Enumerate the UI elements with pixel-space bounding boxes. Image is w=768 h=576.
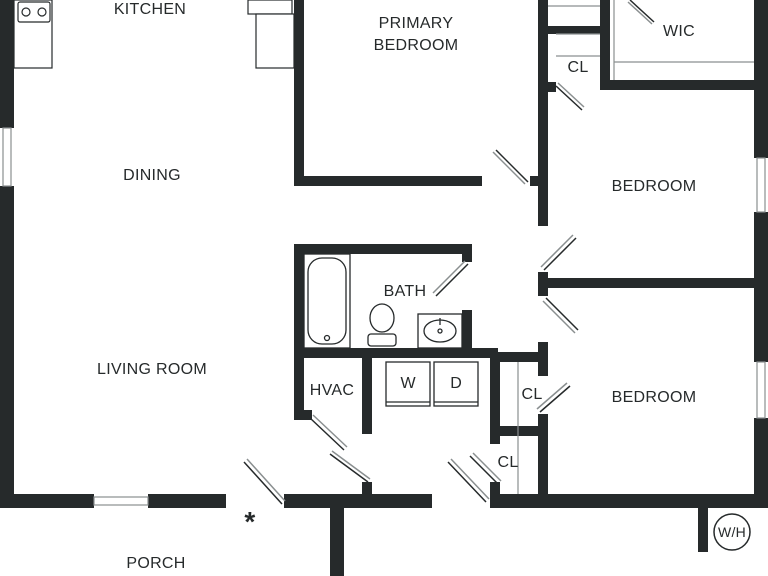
washer	[385, 361, 431, 407]
wall-top-box-bottom	[548, 26, 606, 34]
door-primary	[495, 149, 529, 183]
kitchen-sink-icon	[17, 1, 51, 23]
wall-hvac-right	[362, 348, 372, 434]
door-bedroom-upper	[543, 237, 577, 271]
kitchen-counter-right	[255, 13, 295, 69]
entry-marker: *	[244, 506, 256, 537]
wall-bedroom-divider	[538, 278, 768, 288]
wall-left-lower	[0, 186, 14, 508]
doors	[243, 0, 655, 505]
wall-primary-left	[294, 0, 304, 186]
window-right-2	[756, 361, 766, 419]
label-wic: WIC	[662, 23, 695, 40]
wall-primary-right-stub	[530, 176, 544, 186]
label-porch: PORCH	[126, 555, 186, 572]
wall-primary-bottom	[294, 176, 482, 186]
door-wic	[629, 0, 655, 23]
label-living-room: LIVING ROOM	[97, 361, 207, 378]
wall-top-box-right	[600, 0, 610, 86]
door-closet-cl	[539, 385, 571, 413]
label-hvac: HVAC	[309, 382, 355, 399]
wall-bath-top-stub	[462, 244, 472, 262]
kitchen-fixtures	[13, 0, 295, 69]
wall-closet-door-jamb	[490, 482, 500, 508]
wall-bottom-left	[0, 494, 94, 508]
wall-primary-right	[538, 0, 548, 226]
label-closet-middle: CL	[521, 386, 543, 403]
label-water-heater: W/H	[717, 524, 747, 540]
label-kitchen: KITCHEN	[113, 1, 187, 18]
wall-porch-divider	[330, 508, 344, 576]
wall-left-upper	[0, 0, 14, 128]
label-closet-top: CL	[567, 59, 589, 76]
partitions	[517, 0, 754, 494]
wall-wic-bottom	[600, 80, 768, 90]
wall-right-1	[754, 0, 768, 158]
water-heater-icon	[713, 513, 751, 551]
window-right-1	[756, 157, 766, 213]
wall-bath-top	[294, 244, 472, 254]
door-closet-low-1	[447, 461, 487, 503]
label-dryer: D	[450, 375, 462, 392]
label-closet-bottom: CL	[497, 454, 519, 471]
label-washer: W	[400, 375, 416, 392]
label-bedroom-lower: BEDROOM	[611, 389, 697, 406]
label-dining: DINING	[123, 167, 181, 184]
door-hvac	[309, 417, 345, 451]
wall-wh-closet	[698, 508, 708, 552]
toilet-icon	[369, 303, 395, 333]
wall-right-3	[754, 418, 768, 508]
wall-closet-bottom	[548, 82, 556, 92]
label-bath: BATH	[383, 283, 427, 300]
window-bottom	[93, 496, 149, 506]
wall-bottom-right	[490, 494, 768, 508]
label-bedroom-upper: BEDROOM	[611, 178, 697, 195]
wall-entry-stub	[362, 482, 372, 498]
wall-bath-right-stub	[462, 310, 472, 354]
fridge-icon	[247, 0, 293, 15]
door-entry	[243, 461, 283, 505]
wall-closet-top	[490, 352, 542, 362]
door-bedroom-lower	[545, 297, 579, 331]
wall-closet-left	[490, 352, 500, 444]
door-closet-top	[555, 85, 583, 111]
wall-bath-bottom	[294, 348, 498, 358]
wall-bottom-entry	[284, 494, 432, 508]
wall-closet-stub	[538, 342, 548, 376]
bath-fixtures	[303, 253, 463, 349]
door-laundry	[329, 453, 369, 483]
label-primary-bedroom-2: BEDROOM	[373, 37, 459, 54]
door-closet-low-2	[469, 455, 499, 485]
wall-bedroom-divider-stub	[538, 272, 548, 296]
label-primary-bedroom-1: PRIMARY	[378, 15, 454, 32]
laundry	[385, 361, 479, 407]
door-bath	[435, 263, 469, 297]
wall-bottom-mid	[148, 494, 226, 508]
wall-hvac-bottom	[294, 410, 312, 420]
windows	[2, 127, 766, 506]
dryer	[433, 361, 479, 407]
window-left	[2, 127, 12, 187]
wall-closet-right	[538, 414, 548, 508]
wall-bath-left	[294, 244, 304, 420]
